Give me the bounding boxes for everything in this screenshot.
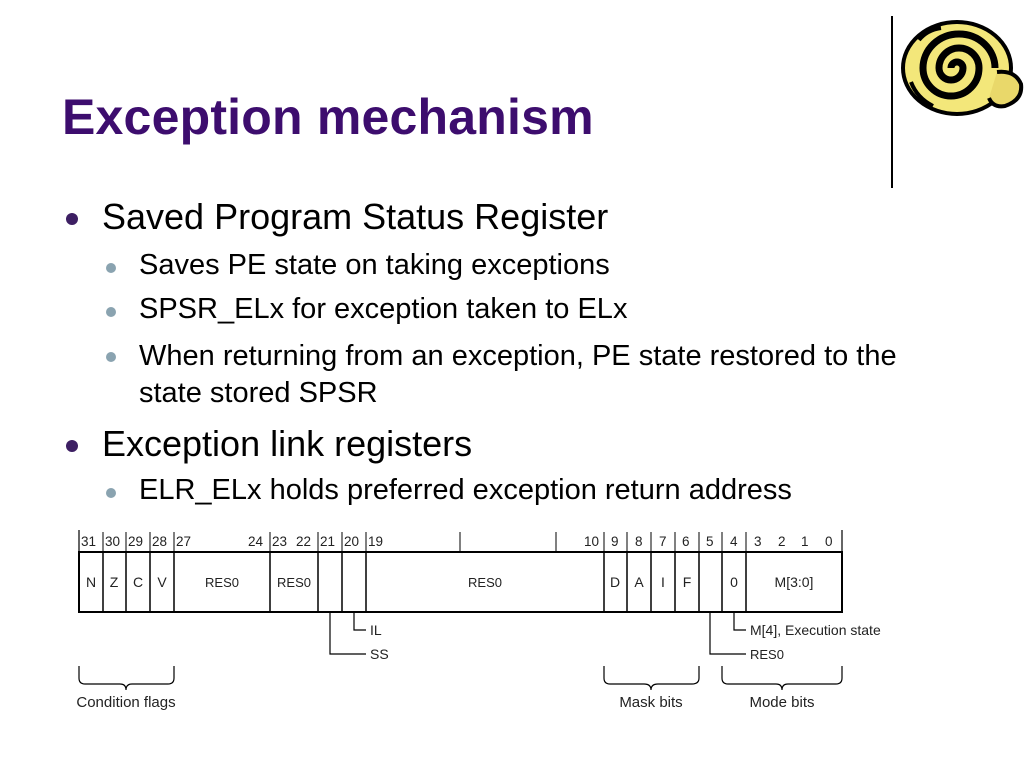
bit-number: 8	[635, 534, 643, 549]
field-d: D	[610, 574, 620, 590]
field-c: C	[133, 574, 143, 590]
bit-number: 29	[128, 534, 143, 549]
annotation-ss: SS	[370, 646, 389, 662]
bit-number: 21	[320, 534, 335, 549]
bit-number: 2	[778, 534, 786, 549]
bit-number: 0	[825, 534, 833, 549]
annotation-res0: RES0	[750, 647, 784, 662]
bit-number: 9	[611, 534, 619, 549]
slide-title: Exception mechanism	[62, 89, 594, 145]
bit-number: 24	[248, 534, 264, 549]
bit-number: 5	[706, 534, 714, 549]
spiral-shell-logo	[901, 20, 1024, 116]
bit-number: 19	[368, 534, 383, 549]
sub-bullet-dot	[106, 263, 116, 273]
field-n: N	[86, 574, 96, 590]
sub-bullet-spsr-elx: SPSR_ELx for exception taken to ELx	[139, 293, 628, 325]
sub-bullet-elr-elx: ELR_ELx holds preferred exception return…	[139, 474, 792, 506]
bit-number: 31	[81, 534, 96, 549]
bit-number: 6	[682, 534, 690, 549]
group-mask-bits: Mask bits	[619, 694, 682, 711]
bit-number: 1	[801, 534, 809, 549]
bullet-exception-link: Exception link registers	[102, 423, 473, 464]
bit-number: 7	[659, 534, 667, 549]
bullet-dot	[66, 213, 78, 225]
bit-number: 27	[176, 534, 191, 549]
group-condition-flags: Condition flags	[76, 694, 175, 711]
field-a: A	[634, 574, 644, 590]
bit-number: 22	[296, 534, 311, 549]
bit-number: 20	[344, 534, 359, 549]
bullet-spsr: Saved Program Status Register	[102, 196, 609, 237]
field-f: F	[683, 574, 692, 590]
field-z: Z	[110, 574, 119, 590]
sub-bullet-saves-state: Saves PE state on taking exceptions	[139, 249, 610, 281]
field-mode: M[3:0]	[775, 574, 814, 590]
bullet-dot	[66, 440, 78, 452]
field-res0: RES0	[468, 575, 502, 590]
field-i: I	[661, 574, 665, 590]
bit-number: 28	[152, 534, 167, 549]
title-divider	[891, 16, 893, 188]
group-mode-bits: Mode bits	[749, 694, 814, 711]
bit-number: 4	[730, 534, 738, 549]
sub-bullet-dot	[106, 307, 116, 317]
annotation-il: IL	[370, 622, 382, 638]
bit-number: 30	[105, 534, 120, 549]
field-zero: 0	[730, 574, 738, 590]
bit-number: 10	[584, 534, 599, 549]
field-v: V	[157, 574, 167, 590]
bit-number: 23	[272, 534, 287, 549]
sub-bullet-dot	[106, 488, 116, 498]
sub-bullet-dot	[106, 352, 116, 362]
field-res0: RES0	[277, 575, 311, 590]
field-res0: RES0	[205, 575, 239, 590]
bit-number: 3	[754, 534, 762, 549]
sub-bullet-returning: When returning from an exception, PE sta…	[139, 340, 897, 409]
annotation-m4: M[4], Execution state	[750, 622, 881, 638]
